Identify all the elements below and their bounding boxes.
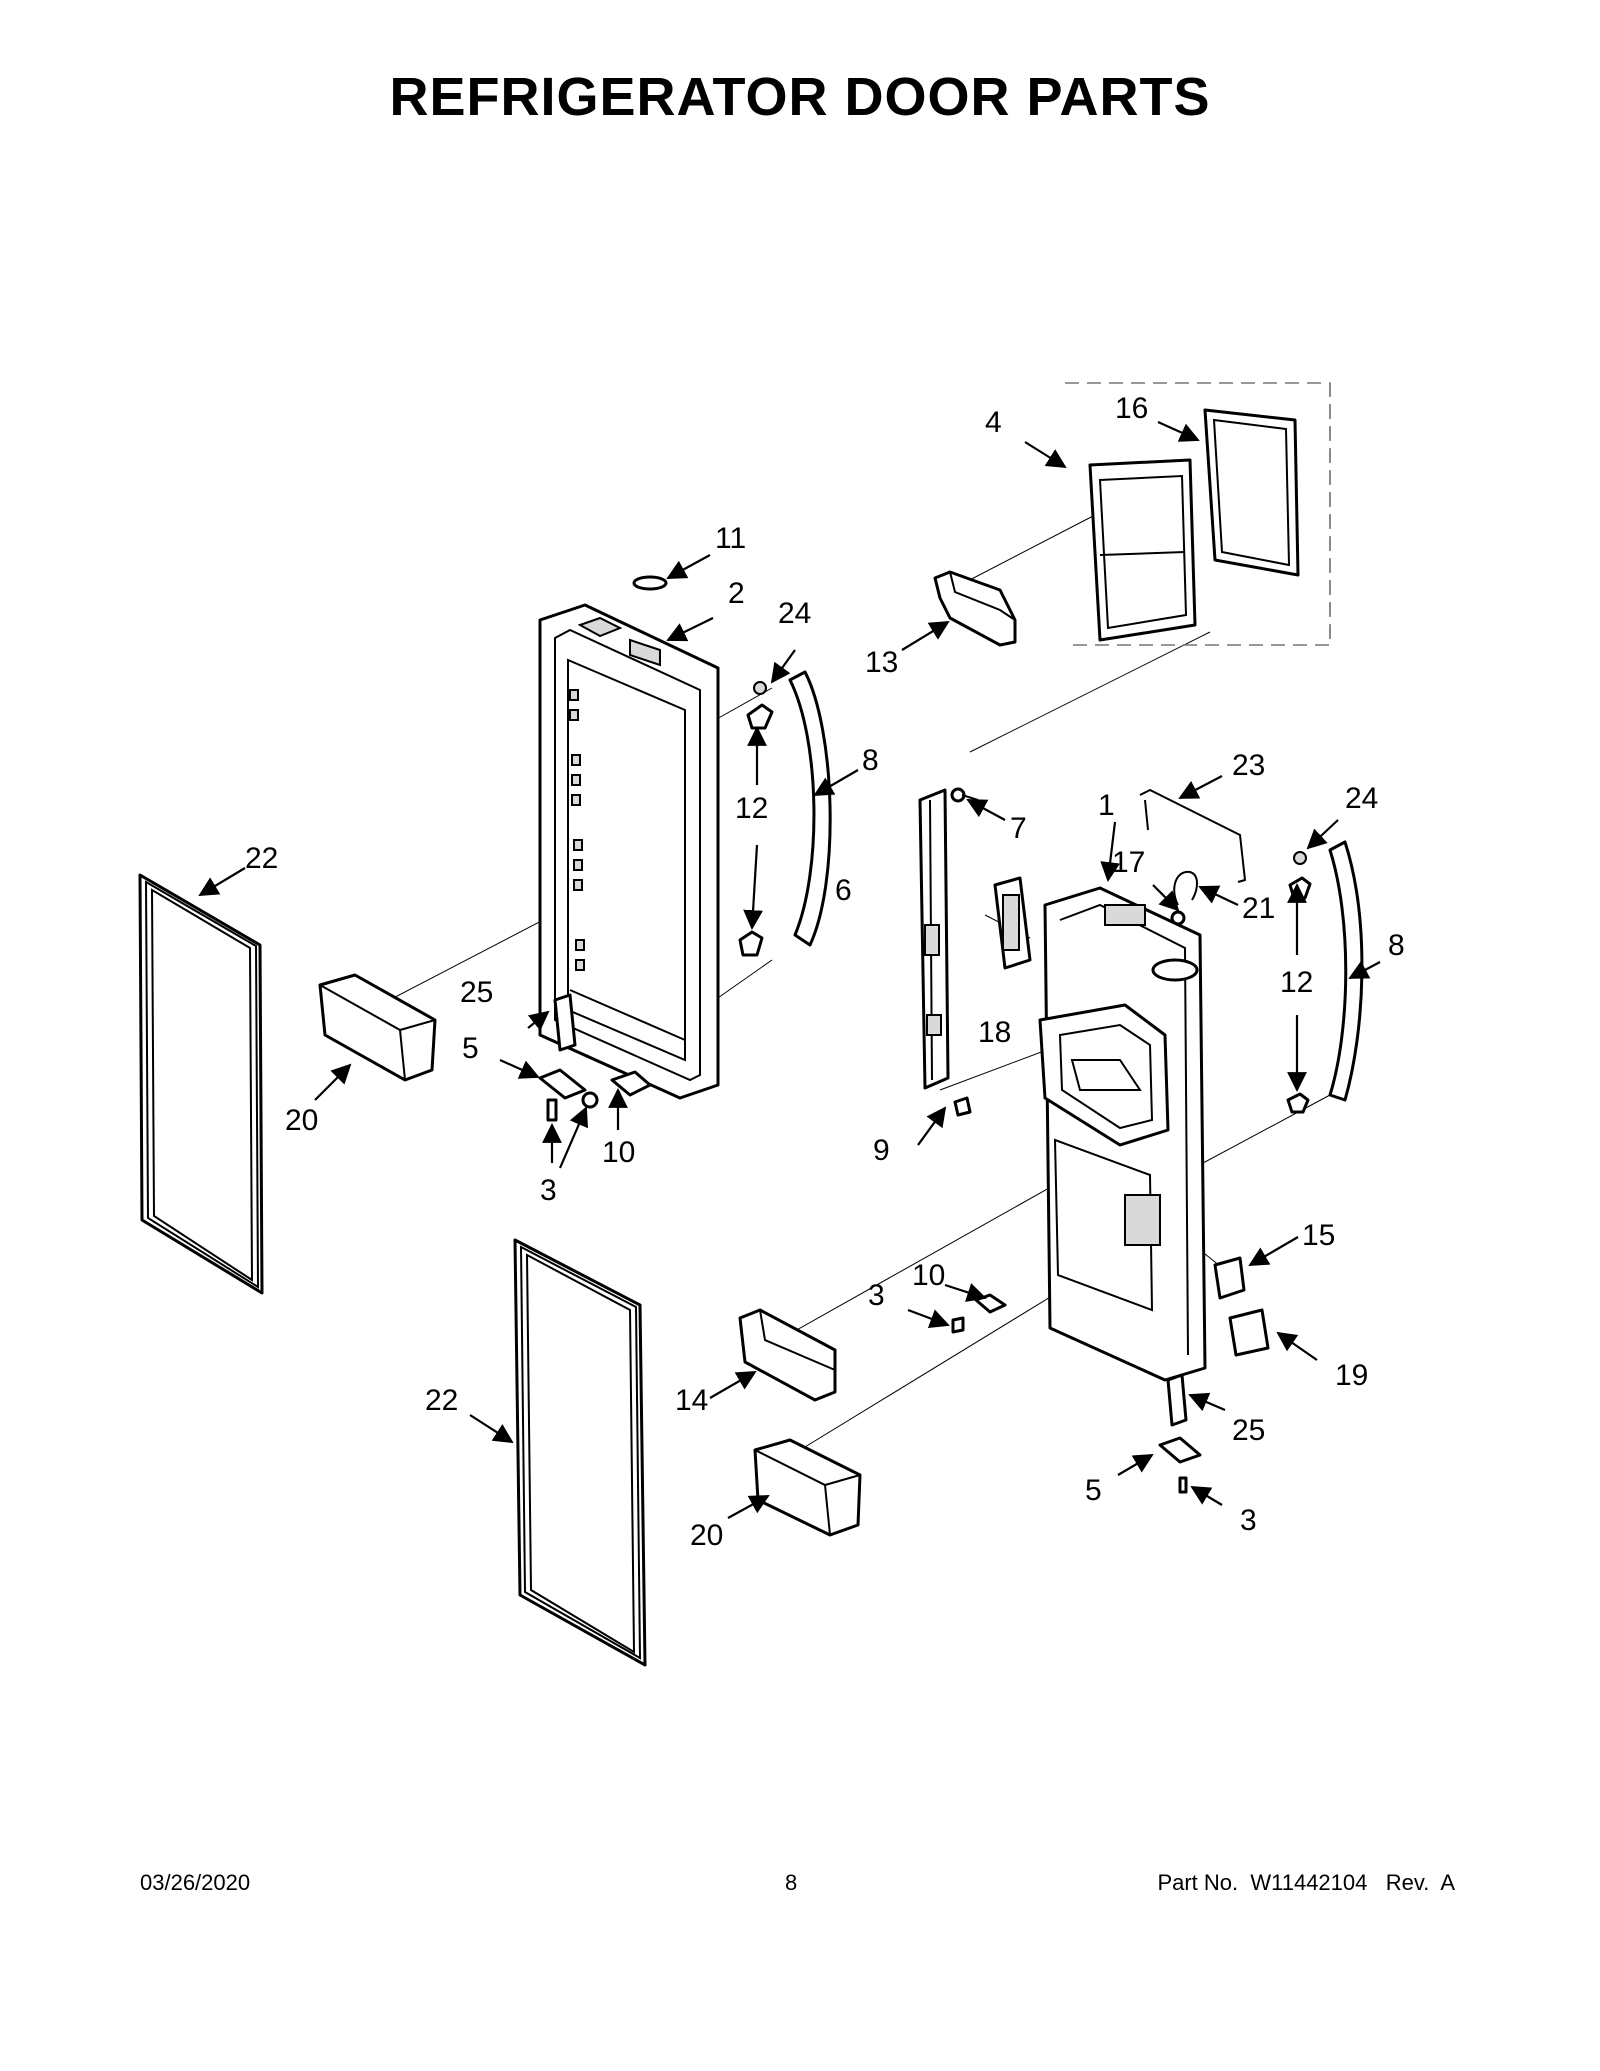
callout-14: 14: [675, 1384, 708, 1417]
callout-12-right: 12: [1280, 966, 1313, 999]
callout-8-left: 8: [862, 744, 879, 777]
callout-labels: 4 16 11 2 24 13 12 8 7 1 23 24 17 21 6 1…: [245, 392, 1405, 1552]
leader-arrows: [198, 420, 1381, 1519]
door-bin-cover-assembly: [1065, 382, 1331, 646]
right-door-bin: [753, 1438, 862, 1537]
callout-2: 2: [728, 577, 745, 610]
callout-6: 6: [835, 874, 852, 907]
callout-3-left: 3: [540, 1174, 557, 1207]
right-lower-hinge-parts: [1158, 1373, 1202, 1494]
callout-24-left: 24: [778, 597, 811, 630]
callout-23: 23: [1232, 749, 1265, 782]
left-door: [538, 603, 720, 1100]
door-bin-medium: [738, 1308, 837, 1402]
page-title: REFRIGERATOR DOOR PARTS: [389, 67, 1211, 127]
mullion-screw: [950, 787, 979, 803]
footer-page-number: 8: [785, 1870, 798, 1895]
callout-7: 7: [1010, 812, 1027, 845]
callout-18: 18: [978, 1016, 1011, 1049]
callout-24-right: 24: [1345, 782, 1378, 815]
callout-9: 9: [873, 1134, 890, 1167]
callout-15: 15: [1302, 1219, 1335, 1252]
dispenser-pads: [1213, 1256, 1270, 1357]
callout-5-right: 5: [1085, 1474, 1102, 1507]
dispenser-control-box: [993, 876, 1032, 970]
right-door-gasket: [513, 1238, 647, 1667]
callout-21: 21: [1242, 892, 1275, 925]
callout-22-left: 22: [245, 842, 278, 875]
callout-19: 19: [1335, 1359, 1368, 1392]
callout-11: 11: [715, 522, 746, 555]
callout-22-right: 22: [425, 1384, 458, 1417]
left-lower-hinge-parts: [538, 993, 652, 1122]
callout-13: 13: [865, 646, 898, 679]
callout-1: 1: [1098, 789, 1115, 822]
callout-16: 16: [1115, 392, 1148, 425]
callout-25-left: 25: [460, 976, 493, 1009]
door-clip: [953, 1096, 972, 1117]
door-bin-small: [933, 570, 1017, 647]
callout-20-right: 20: [690, 1519, 723, 1552]
left-door-shelf-studs: [569, 689, 585, 971]
dispenser-tubing: [1139, 788, 1247, 926]
callout-12-left: 12: [735, 792, 768, 825]
right-door-dispenser: [1038, 886, 1207, 1382]
footer-date: 03/26/2020: [140, 1870, 251, 1895]
flipper-mullion: [918, 788, 950, 1090]
callout-25-right: 25: [1232, 1414, 1265, 1447]
callout-17: 17: [1112, 846, 1145, 879]
left-handle-assembly: [738, 670, 832, 957]
callout-20-left: 20: [285, 1104, 318, 1137]
top-hinge-cap: [632, 575, 668, 591]
callout-3-mid: 3: [868, 1279, 885, 1312]
callout-10-left: 10: [602, 1136, 635, 1169]
callout-3-right: 3: [1240, 1504, 1257, 1537]
footer-part-number: Part No. W11442104 Rev. A: [1157, 1870, 1455, 1895]
left-door-gasket: [138, 873, 264, 1295]
left-door-bin: [318, 973, 437, 1082]
callout-8-right: 8: [1388, 929, 1405, 962]
callout-5-left: 5: [462, 1032, 479, 1065]
callout-4: 4: [985, 406, 1002, 439]
right-mid-hardware: [951, 1293, 1007, 1334]
callout-10-right: 10: [912, 1259, 945, 1292]
